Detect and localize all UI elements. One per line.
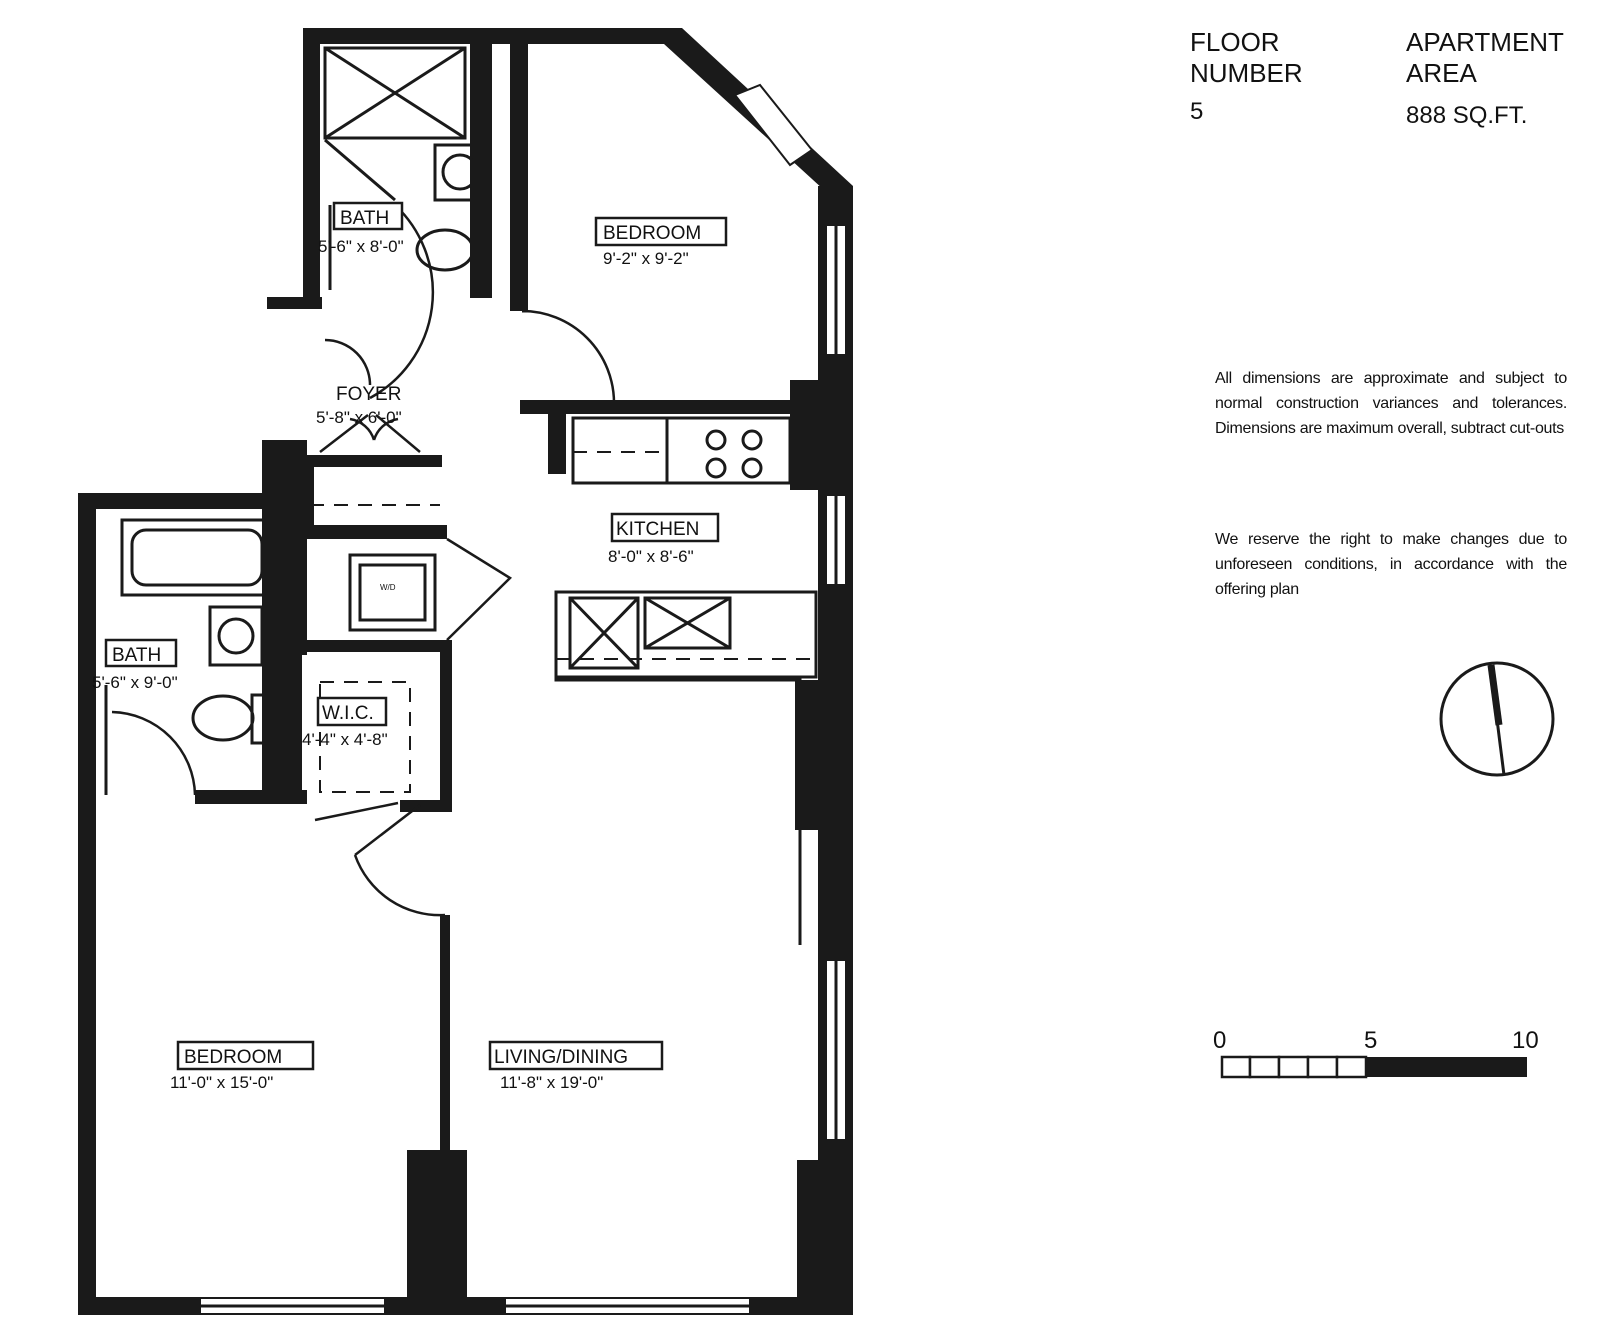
room-name: W.I.C. [322,703,374,724]
room-dimensions: 11'-0" x 15'-0" [170,1073,273,1092]
room-name: KITCHEN [616,519,699,540]
room-dimensions: 8'-0" x 8'-6" [608,547,694,566]
closet-outlines [310,451,816,793]
room-dimensions: 4'-4" x 4'-8" [302,730,388,749]
room-bath-upper: BATH 5'-6" x 8'-0" [318,201,404,256]
windows [199,83,847,1315]
scale-tick-0: 0 [1213,1027,1227,1054]
dimensions-note: All dimensions are approximate and subje… [1215,370,1567,437]
floor-number-value: 5 [1190,98,1204,125]
floor-number-label: FLOOR NUMBER [1190,27,1303,88]
room-bedroom-upper: BEDROOM 9'-2" x 9'-2" [594,216,728,268]
room-bath-lower: BATH 5'-6" x 9'-0" [92,638,178,692]
door-swings [111,204,616,917]
room-dimensions: 5'-6" x 9'-0" [92,673,178,692]
room-living-dining: LIVING/DINING 11'-8" x 19'-0" [488,1040,664,1092]
scale-bar [1220,1055,1527,1079]
room-name: BATH [340,208,389,229]
room-bedroom-lower: BEDROOM 11'-0" x 15'-0" [170,1040,315,1092]
room-name: BEDROOM [184,1047,282,1068]
scale-tick-10: 10 [1512,1027,1539,1054]
apartment-area-value: 888 SQ.FT. [1406,102,1528,129]
room-name: BEDROOM [603,223,701,244]
washer-dryer-label: W/D [380,583,396,592]
room-name: FOYER [336,384,401,405]
room-dimensions: 11'-8" x 19'-0" [500,1073,603,1092]
north-arrow [1439,661,1555,777]
room-foyer: FOYER 5'-8" x 6'-0" [316,384,402,427]
apartment-area-label: APARTMENT AREA [1406,27,1564,88]
scale-tick-5: 5 [1364,1027,1378,1054]
room-name: LIVING/DINING [494,1047,628,1068]
room-name: BATH [112,645,161,666]
room-dimensions: 5'-8" x 6'-0" [316,408,402,427]
fixtures: W/D [104,46,818,945]
room-kitchen: KITCHEN 8'-0" x 8'-6" [608,512,720,566]
walls [78,28,853,1315]
room-dimensions: 5'-6" x 8'-0" [318,237,404,256]
room-wic: W.I.C. 4'-4" x 4'-8" [302,696,388,749]
reserve-note: We reserve the right to make changes due… [1215,531,1567,598]
room-dimensions: 9'-2" x 9'-2" [603,249,689,268]
